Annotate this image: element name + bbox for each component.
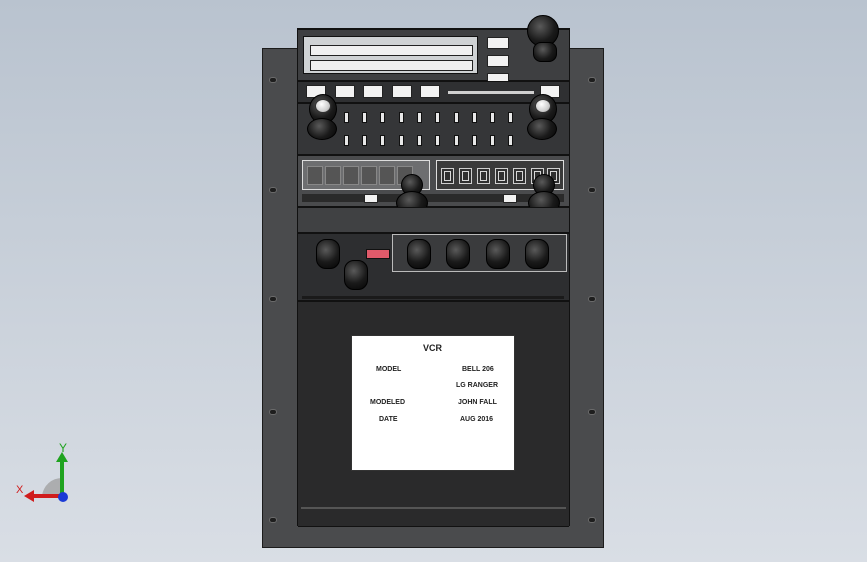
x-axis-label: X	[16, 484, 24, 496]
audio-toggle[interactable]	[399, 112, 404, 123]
screw-icon	[588, 409, 596, 415]
audio-toggle[interactable]	[344, 135, 349, 146]
audio-toggle[interactable]	[454, 135, 459, 146]
audio-toggle[interactable]	[472, 112, 477, 123]
screw-icon	[588, 187, 596, 193]
knob-cap	[535, 99, 551, 113]
display-cell	[307, 166, 323, 185]
audio-toggle[interactable]	[472, 135, 477, 146]
preset-button[interactable]	[392, 85, 412, 98]
date-label: DATE	[379, 416, 398, 423]
audio-toggle[interactable]	[417, 112, 422, 123]
nav-com-unit	[298, 155, 569, 215]
modeled-label: MODELED	[370, 399, 405, 406]
transponder-knob[interactable]	[316, 239, 340, 269]
modeled-value: JOHN FALL	[458, 399, 497, 406]
preset-button[interactable]	[335, 85, 355, 98]
digit-segment	[513, 168, 526, 184]
function-button[interactable]	[487, 55, 509, 67]
audio-toggle[interactable]	[490, 112, 495, 123]
digit-segment	[459, 168, 472, 184]
preset-button[interactable]	[363, 85, 383, 98]
audio-toggle[interactable]	[417, 135, 422, 146]
code-select-knob[interactable]	[446, 239, 470, 269]
screw-icon	[269, 77, 277, 83]
display-cell	[361, 166, 377, 185]
display-cell	[343, 166, 359, 185]
audio-toggle[interactable]	[380, 112, 385, 123]
date-value: AUG 2016	[460, 416, 494, 423]
audio-toggle[interactable]	[362, 135, 367, 146]
red-indicator-light	[366, 249, 390, 259]
title-block-title: VCR	[423, 343, 443, 353]
y-axis-label: Y	[59, 441, 68, 455]
audio-toggle[interactable]	[435, 112, 440, 123]
swap-button[interactable]	[364, 194, 378, 203]
transponder-unit	[298, 233, 569, 301]
display-cell	[325, 166, 341, 185]
screw-icon	[269, 296, 277, 302]
audio-toggle[interactable]	[435, 135, 440, 146]
audio-knob-base[interactable]	[307, 118, 337, 140]
screw-icon	[588, 77, 596, 83]
digit-segment	[477, 168, 490, 184]
screw-icon	[588, 296, 596, 302]
display-line-1	[310, 45, 473, 56]
audio-knob-base[interactable]	[527, 118, 557, 140]
screw-icon	[588, 517, 596, 523]
panel-lip	[301, 507, 566, 509]
large-tuning-knob[interactable]	[527, 15, 559, 47]
digit-segment	[441, 168, 454, 184]
model-label: MODEL	[376, 366, 402, 373]
tuning-knob-base[interactable]	[533, 42, 557, 62]
audio-toggle[interactable]	[454, 112, 459, 123]
code-select-knob[interactable]	[407, 239, 431, 269]
display-bezel-strip	[302, 194, 564, 202]
screw-icon	[269, 409, 277, 415]
com-display	[302, 160, 430, 190]
bezel-edge	[302, 296, 564, 299]
audio-toggle[interactable]	[380, 135, 385, 146]
audio-toggle[interactable]	[362, 112, 367, 123]
radio-head-unit	[298, 15, 569, 83]
screw-icon	[269, 187, 277, 193]
model-variant-value: LG RANGER	[456, 382, 498, 389]
audio-toggle[interactable]	[490, 135, 495, 146]
title-block: VCR MODEL BELL 206 LG RANGER MODELED JOH…	[351, 335, 515, 471]
digit-segment	[495, 168, 508, 184]
swap-button[interactable]	[503, 194, 517, 203]
display-cell	[379, 166, 395, 185]
display-window	[303, 36, 478, 74]
spacer-unit	[298, 207, 569, 233]
audio-toggle[interactable]	[344, 112, 349, 123]
button-row-unit	[298, 81, 569, 103]
audio-toggle[interactable]	[508, 135, 513, 146]
audio-toggle[interactable]	[508, 112, 513, 123]
axis-triad-icon: Y X	[14, 440, 84, 510]
indicator-strip	[448, 91, 534, 94]
preset-button[interactable]	[420, 85, 440, 98]
display-line-2	[310, 60, 473, 71]
model-value: BELL 206	[462, 366, 494, 373]
screw-icon	[269, 517, 277, 523]
knob-cap	[315, 99, 331, 113]
audio-panel-unit	[298, 94, 569, 155]
function-button[interactable]	[487, 37, 509, 49]
code-select-knob[interactable]	[486, 239, 510, 269]
audio-toggle[interactable]	[399, 135, 404, 146]
transponder-knob[interactable]	[344, 260, 368, 290]
code-select-knob[interactable]	[525, 239, 549, 269]
